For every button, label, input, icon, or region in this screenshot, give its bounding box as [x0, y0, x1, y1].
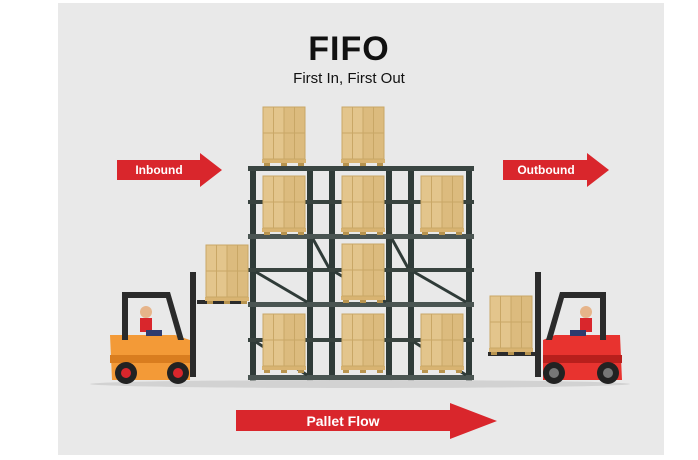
pallet-box-icon: [340, 243, 386, 304]
diagram-subtitle: First In, First Out: [293, 70, 405, 87]
forklift-icon: [110, 244, 250, 384]
pallet-box-icon: [261, 175, 307, 236]
pallet-box-icon: [340, 175, 386, 236]
pallet-box-icon: [261, 106, 307, 167]
inbound-arrow: [117, 153, 222, 187]
pallet-box-icon: [419, 175, 465, 236]
diagram-title: FIFO: [308, 30, 390, 68]
pallet-box-icon: [419, 313, 465, 374]
pallet-flow-label: Pallet Flow: [306, 413, 380, 429]
pallet-flow-arrow: [236, 403, 497, 439]
forklift-icon: [488, 272, 622, 384]
outbound-label: Outbound: [517, 163, 575, 177]
inbound-label: Inbound: [135, 163, 183, 177]
pallet-box-icon: [340, 106, 386, 167]
pallet-box-icon: [340, 313, 386, 374]
pallet-box-icon: [261, 313, 307, 374]
outbound-arrow: [503, 153, 609, 187]
